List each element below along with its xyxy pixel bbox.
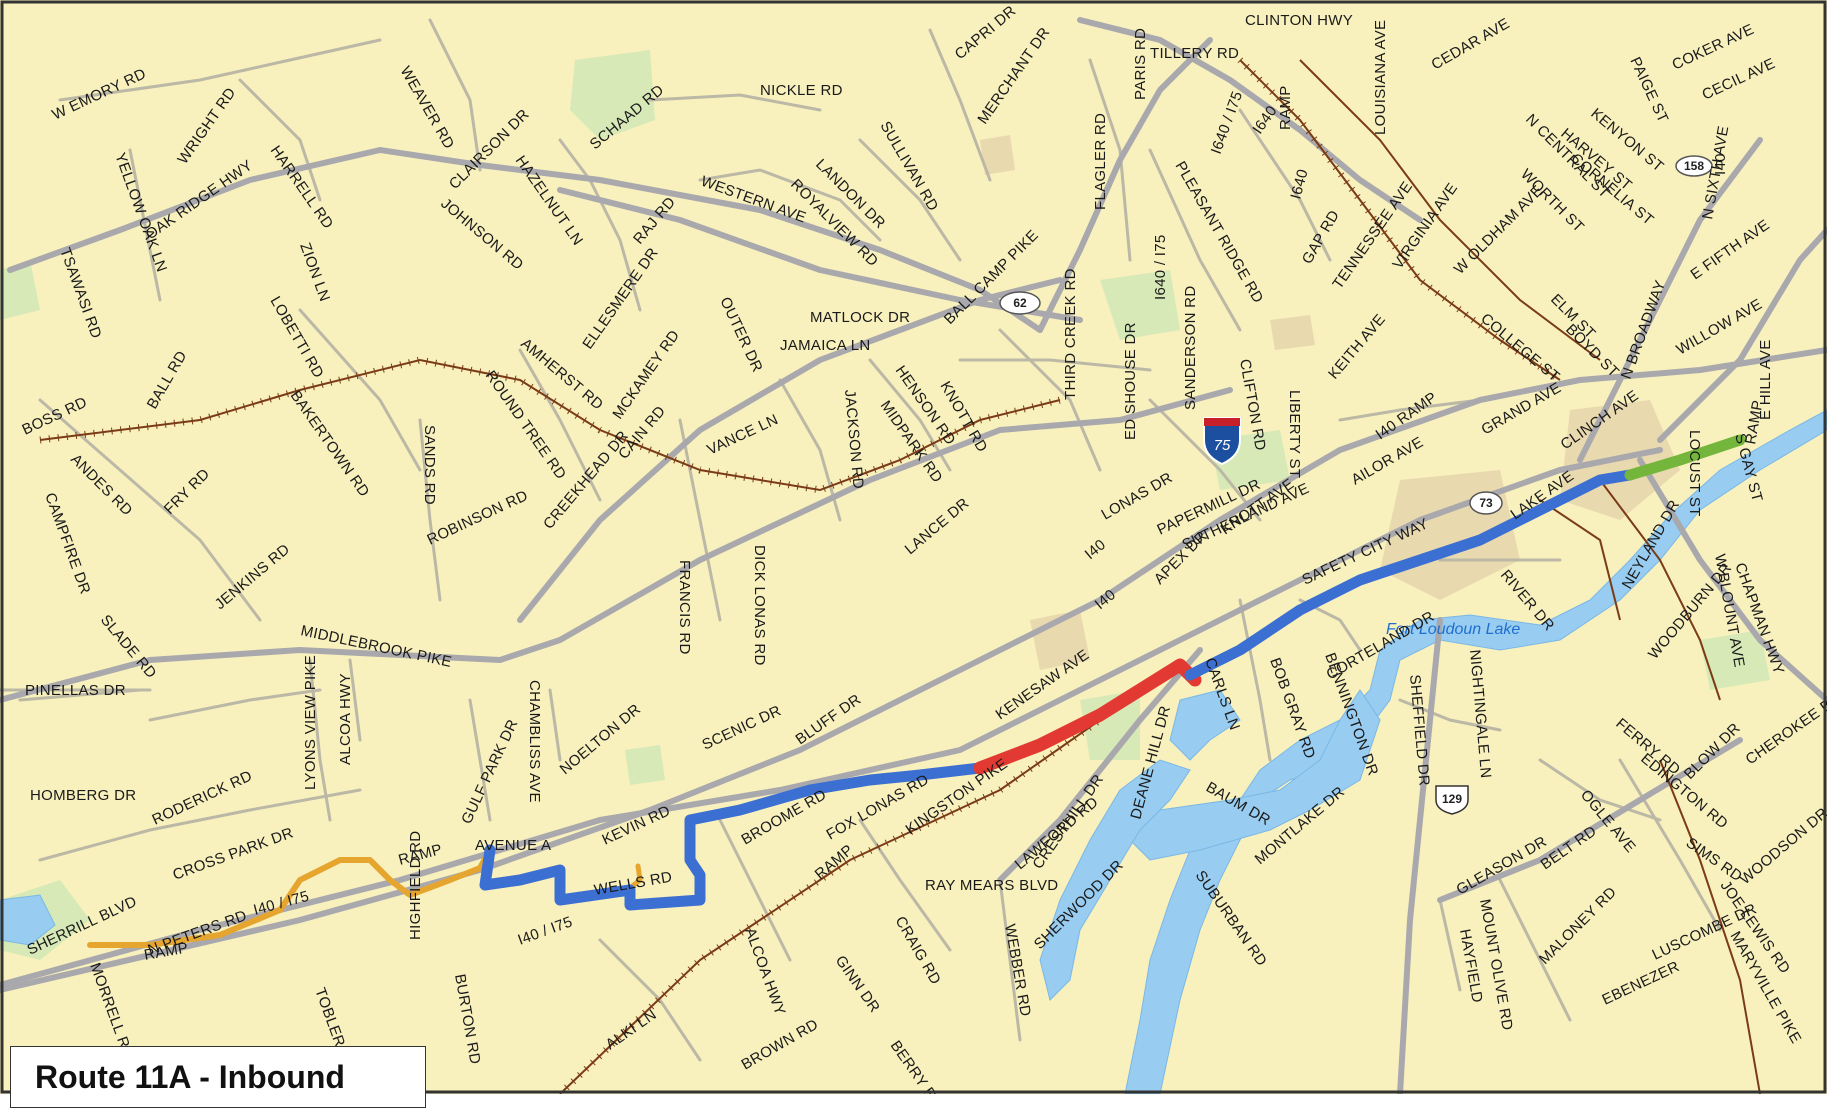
maryville-pike-road — [1437, 737, 1743, 903]
ball-camp-pike-road — [517, 277, 1063, 623]
road-label: SANDERSON RD — [1182, 286, 1199, 410]
kingston-pike-road — [0, 447, 1663, 988]
road-label: FRANCIS RD — [676, 560, 693, 655]
lyons-view-pike-road — [997, 647, 1203, 883]
lake-label: Fort Loudoun Lake — [1386, 621, 1520, 638]
us-shield-129-number: 129 — [1442, 792, 1462, 806]
road-label: NICKLE RD — [760, 82, 843, 99]
road-label: JAMAICA LN — [780, 337, 871, 354]
road-label: HIGHFIELD RD — [407, 831, 424, 940]
state-shield-62-number: 62 — [1013, 296, 1027, 310]
route-segment-blue-west — [479, 762, 986, 911]
i640-road — [1037, 37, 1213, 333]
lake-cove — [1039, 759, 1191, 1001]
route-segment-yellow-loop — [627, 863, 643, 891]
map-title: Route 11A - Inbound — [35, 1059, 345, 1095]
road-label: DICK LONAS RD — [751, 545, 768, 666]
state-shield-73: 73 — [1469, 491, 1503, 515]
route-11a-path — [87, 434, 1746, 948]
road-label: ED SHOUSE DR — [1122, 322, 1139, 440]
clinton-hwy-road — [1077, 17, 1423, 223]
state-shield-158-number: 158 — [1684, 159, 1704, 173]
road-label: E HILL AVE — [1757, 339, 1774, 420]
road-label: LOCUST ST — [1686, 430, 1703, 517]
lake-inlet — [1169, 689, 1241, 761]
route-segment-yellow — [87, 847, 493, 948]
i40-east-road — [1657, 227, 1827, 443]
road-label: ALCOA HWY — [337, 673, 354, 765]
middlebrook-pike-road — [0, 387, 1233, 703]
road-label: RAY MEARS BLVD — [925, 877, 1058, 894]
road-label: LOUISIANA AVE — [1372, 20, 1389, 135]
route-segment-red — [973, 658, 1202, 775]
road-label: PARIS RD — [1132, 28, 1149, 100]
state-shield-158: 158 — [1675, 155, 1713, 177]
chapman-hwy-road — [1637, 457, 1827, 703]
oak-ridge-hwy-road — [7, 147, 1043, 333]
road-label: LYONS VIEW PIKE — [302, 655, 319, 790]
north-broadway-road — [1577, 137, 1763, 463]
road-label: CHAMBLISS AVE — [526, 680, 543, 803]
route-segment-blue-east — [1184, 469, 1636, 681]
road-label: CLINTON HWY — [1245, 12, 1353, 29]
western-ave-road — [557, 187, 1083, 323]
road-label: SANDS RD — [421, 425, 438, 505]
interstate-shield-75: 75 — [1203, 417, 1241, 466]
route-segment-green — [1624, 434, 1746, 481]
map-title-box: Route 11A - Inbound — [10, 1046, 426, 1108]
road-label: PINELLAS DR — [25, 682, 126, 699]
railroads — [39, 59, 1761, 1094]
road-label: AVENUE A — [475, 837, 551, 854]
road-label: TILLERY RD — [1150, 45, 1239, 62]
tennessee-river — [1124, 409, 1827, 1094]
state-shield-62: 62 — [999, 291, 1041, 315]
road-label: LIBERTY ST — [1286, 390, 1303, 478]
state-shield-73-number: 73 — [1479, 496, 1493, 510]
railroad-ties — [39, 57, 1562, 1094]
road-label: HOMBERG DR — [30, 787, 136, 804]
road-label: THIRD CREEK RD — [1062, 268, 1079, 400]
road-label: I640 / I75 — [1152, 234, 1169, 300]
road-label: RAMP — [1277, 85, 1294, 130]
road-label: FLAGLER RD — [1092, 113, 1109, 210]
us-shield-129: 129 — [1435, 785, 1469, 815]
water-bodies — [0, 409, 1827, 1094]
west-pond — [0, 894, 56, 946]
road-label: I40 — [1712, 153, 1729, 175]
alcoa-hwy-road — [1397, 617, 1443, 1094]
interstate-shield-75-number: 75 — [1214, 437, 1231, 454]
lake-arm — [1119, 689, 1381, 861]
road-label: MATLOCK DR — [810, 309, 910, 326]
